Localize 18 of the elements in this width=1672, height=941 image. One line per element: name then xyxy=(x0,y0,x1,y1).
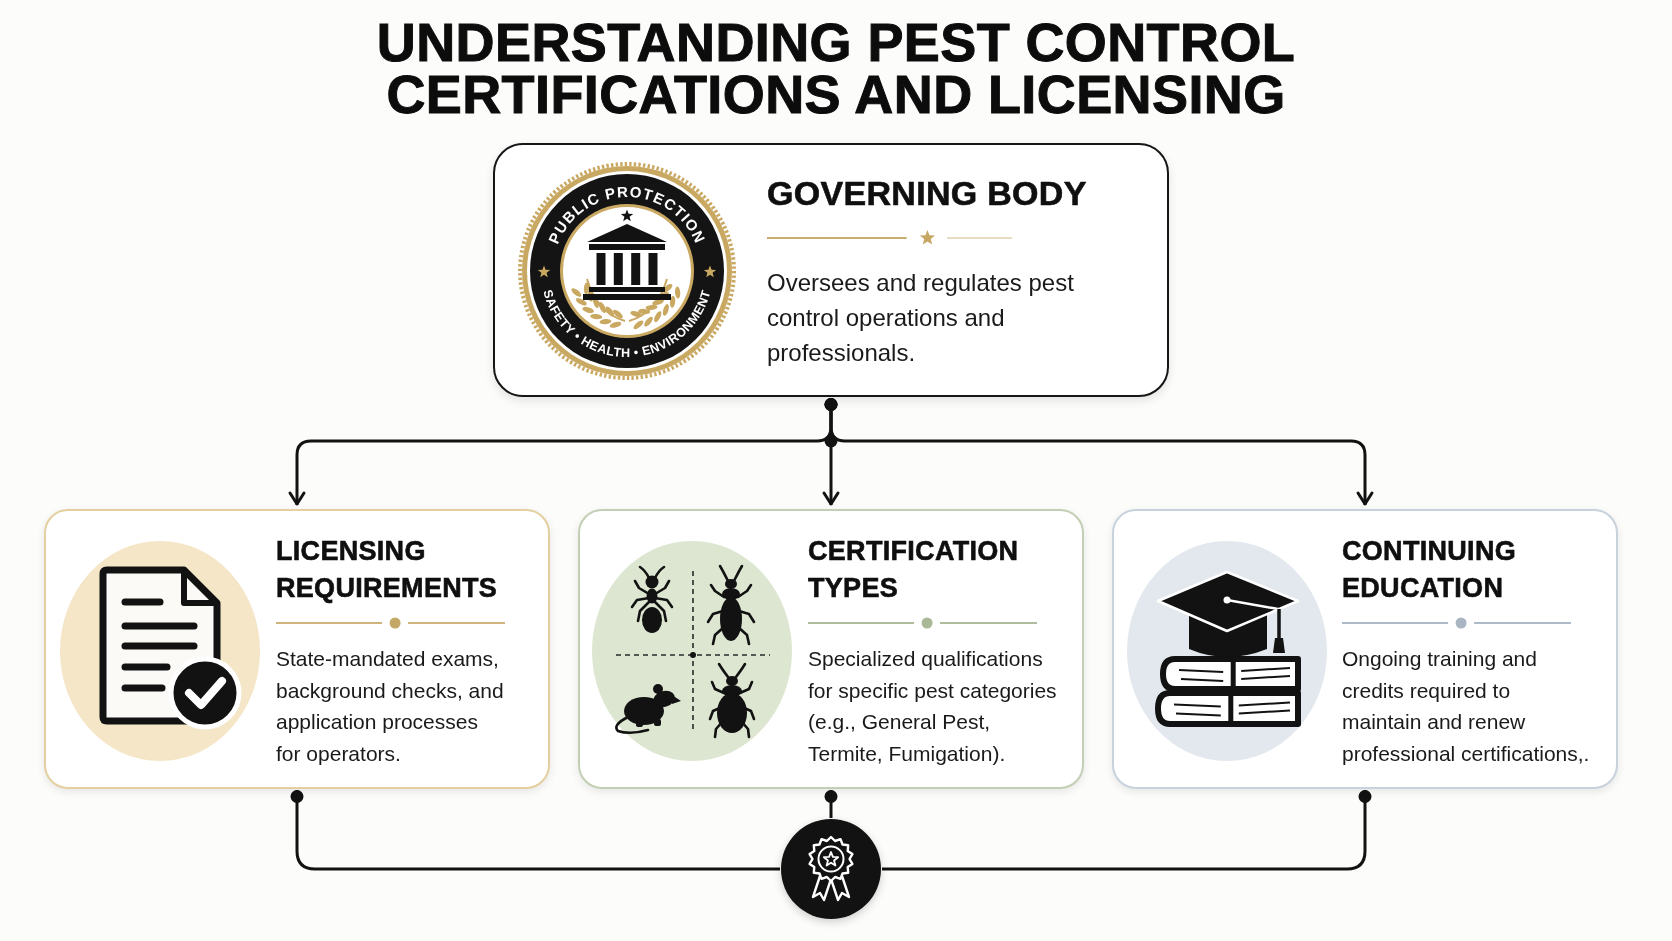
connector-line xyxy=(290,790,780,871)
section-description: Oversees and regulates pest control operations and professionals. xyxy=(767,268,1075,368)
page-title: UNDERSTANDING PEST CONTROL CERTIFICATIONS AND LICENSING xyxy=(375,16,1297,120)
authority-card xyxy=(493,143,1169,397)
section-heading: CONTINUING EDUCATION xyxy=(1342,535,1517,605)
award-badge xyxy=(781,819,881,919)
section-description: State-mandated exams, background checks, and application processes for operators. xyxy=(276,646,505,767)
connector-line xyxy=(882,790,1372,871)
section-heading: LICENSING REQUIREMENTS xyxy=(276,535,499,605)
info-card xyxy=(578,509,1084,789)
section-heading: GOVERNING BODY xyxy=(767,173,1087,213)
section-heading: CERTIFICATION TYPES xyxy=(808,535,1020,605)
info-card xyxy=(44,509,550,789)
info-card xyxy=(1112,509,1618,789)
section-description: Ongoing training and credits required to maintain and renew professional certifications,. xyxy=(1342,646,1591,767)
section-description: Specialized qualifications for specific pest categories (e.g., General Pest, Termite, Fumigation). xyxy=(808,646,1058,767)
connector-line xyxy=(824,790,838,818)
connector-arrow xyxy=(824,398,1374,506)
